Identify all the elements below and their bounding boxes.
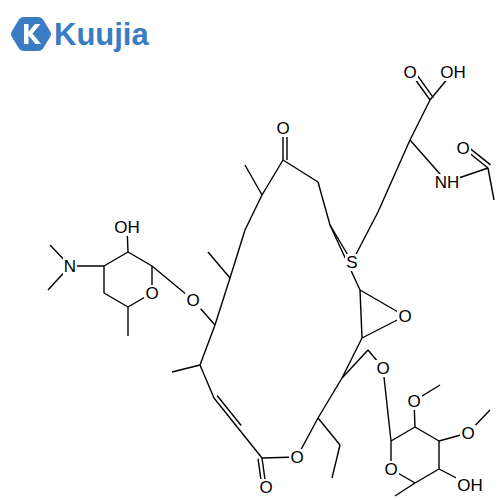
bond-line <box>262 160 283 195</box>
bond-line <box>208 252 230 278</box>
atom-label: O <box>383 461 398 478</box>
bond-line <box>217 396 241 426</box>
bond-line <box>104 293 128 307</box>
bond-line <box>318 418 340 445</box>
atom-label: O <box>460 425 475 442</box>
atom-label: O <box>185 292 200 309</box>
atom-label: S <box>345 254 358 271</box>
atom-label: O <box>275 120 290 137</box>
atom-label: O <box>406 393 421 410</box>
bond-line <box>410 100 430 140</box>
logo-k-mark <box>24 24 41 44</box>
bond-line <box>415 469 439 483</box>
atom-label: O <box>402 64 417 81</box>
bond-line <box>214 398 238 428</box>
bond-line <box>230 230 245 278</box>
atom-label: N <box>63 258 77 275</box>
bond-line <box>360 290 362 338</box>
bond-line <box>332 445 340 478</box>
bond-line <box>245 195 262 230</box>
atom-label: OH <box>113 219 141 236</box>
bond-line <box>172 365 200 372</box>
bond-line <box>128 252 152 266</box>
atom-label: O <box>258 479 273 496</box>
atom-label: O <box>144 285 159 302</box>
bond-line <box>318 378 342 418</box>
bond-line <box>438 441 439 469</box>
bond-line <box>127 307 128 336</box>
bond-line <box>330 225 360 290</box>
bond-line <box>200 365 214 398</box>
atom-label: O <box>375 360 390 377</box>
bond-line <box>383 368 391 441</box>
bond-line <box>488 168 494 200</box>
bond-line <box>215 278 230 325</box>
bond-line <box>245 165 262 195</box>
bond-line <box>342 350 368 378</box>
bond-line <box>283 160 318 182</box>
atom-label: NH <box>434 174 461 191</box>
atom-label: OH <box>456 477 484 494</box>
logo-badge <box>11 17 51 51</box>
bond-line <box>318 182 330 225</box>
bond-line <box>391 427 415 441</box>
brand-name: Kuujia <box>54 19 149 50</box>
bond-line <box>415 427 439 441</box>
bond-line <box>378 140 410 212</box>
bond-line <box>104 252 128 266</box>
atom-label: O <box>397 308 412 325</box>
atom-label: OH <box>439 64 467 81</box>
bond-line <box>103 266 104 293</box>
atom-label: O <box>289 449 304 466</box>
bond-line <box>200 325 215 365</box>
bond-line <box>395 483 415 496</box>
bond-line <box>238 428 262 458</box>
bond-line <box>342 338 362 378</box>
atom-label: O <box>455 140 470 157</box>
